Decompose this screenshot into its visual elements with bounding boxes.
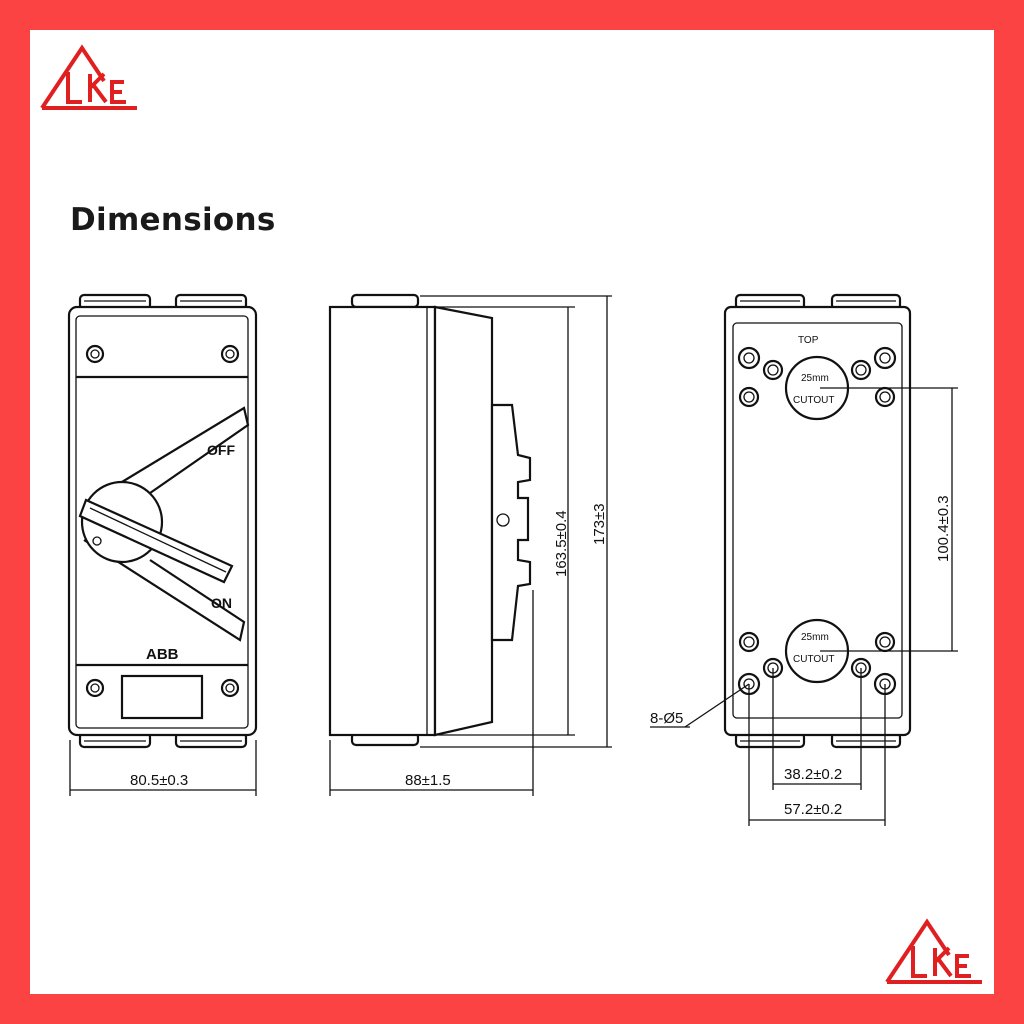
outer-spacing-dimension: 57.2±0.2 (784, 801, 842, 818)
on-wedge (83, 539, 246, 642)
rear-view: TOP 25mm CUTOUT 25mm CUTOUT (650, 293, 958, 826)
cutout-top-size: 25mm (801, 373, 829, 384)
width-dimension: 80.5±0.3 (130, 772, 188, 789)
side-housing-cover (433, 305, 494, 737)
inner-height-dimension: 163.5±0.4 (553, 510, 570, 577)
off-wedge (83, 406, 250, 506)
front-view: OFF ON ABB 80.5±0.3 (67, 293, 258, 796)
mounting-holes-top (737, 346, 897, 408)
knob-profile (490, 403, 532, 642)
screw-icon (220, 344, 240, 364)
cutout-bottom-size: 25mm (801, 632, 829, 643)
on-label: ON (211, 595, 232, 611)
top-label: TOP (798, 335, 819, 346)
vertical-spacing-dimension: 100.4±0.3 (935, 495, 952, 562)
gland-top (350, 293, 420, 309)
lke-logo-top-left (40, 44, 137, 110)
screw-icon (220, 678, 240, 698)
cutout-bottom-label: CUTOUT (793, 654, 834, 665)
hole-callout: 8-Ø5 (650, 710, 683, 727)
cutout-top-label: CUTOUT (793, 395, 834, 406)
page-title: Dimensions (70, 202, 276, 238)
lke-logo-bottom-right (885, 918, 982, 984)
lke-logo-icon (40, 44, 137, 110)
total-height-dimension: 173±3 (591, 503, 608, 545)
screw-icon (85, 678, 105, 698)
off-label: OFF (207, 442, 235, 458)
side-housing-base (328, 305, 437, 737)
label-window (120, 674, 204, 720)
screw-icon (85, 344, 105, 364)
lke-logo-icon (885, 918, 982, 984)
brand-logo: ABB (146, 646, 179, 663)
rear-housing (723, 305, 912, 737)
side-view: 163.5±0.4 173±3 88±1.5 (328, 293, 612, 796)
inner-spacing-dimension: 38.2±0.2 (784, 766, 842, 783)
depth-dimension: 88±1.5 (405, 772, 451, 789)
